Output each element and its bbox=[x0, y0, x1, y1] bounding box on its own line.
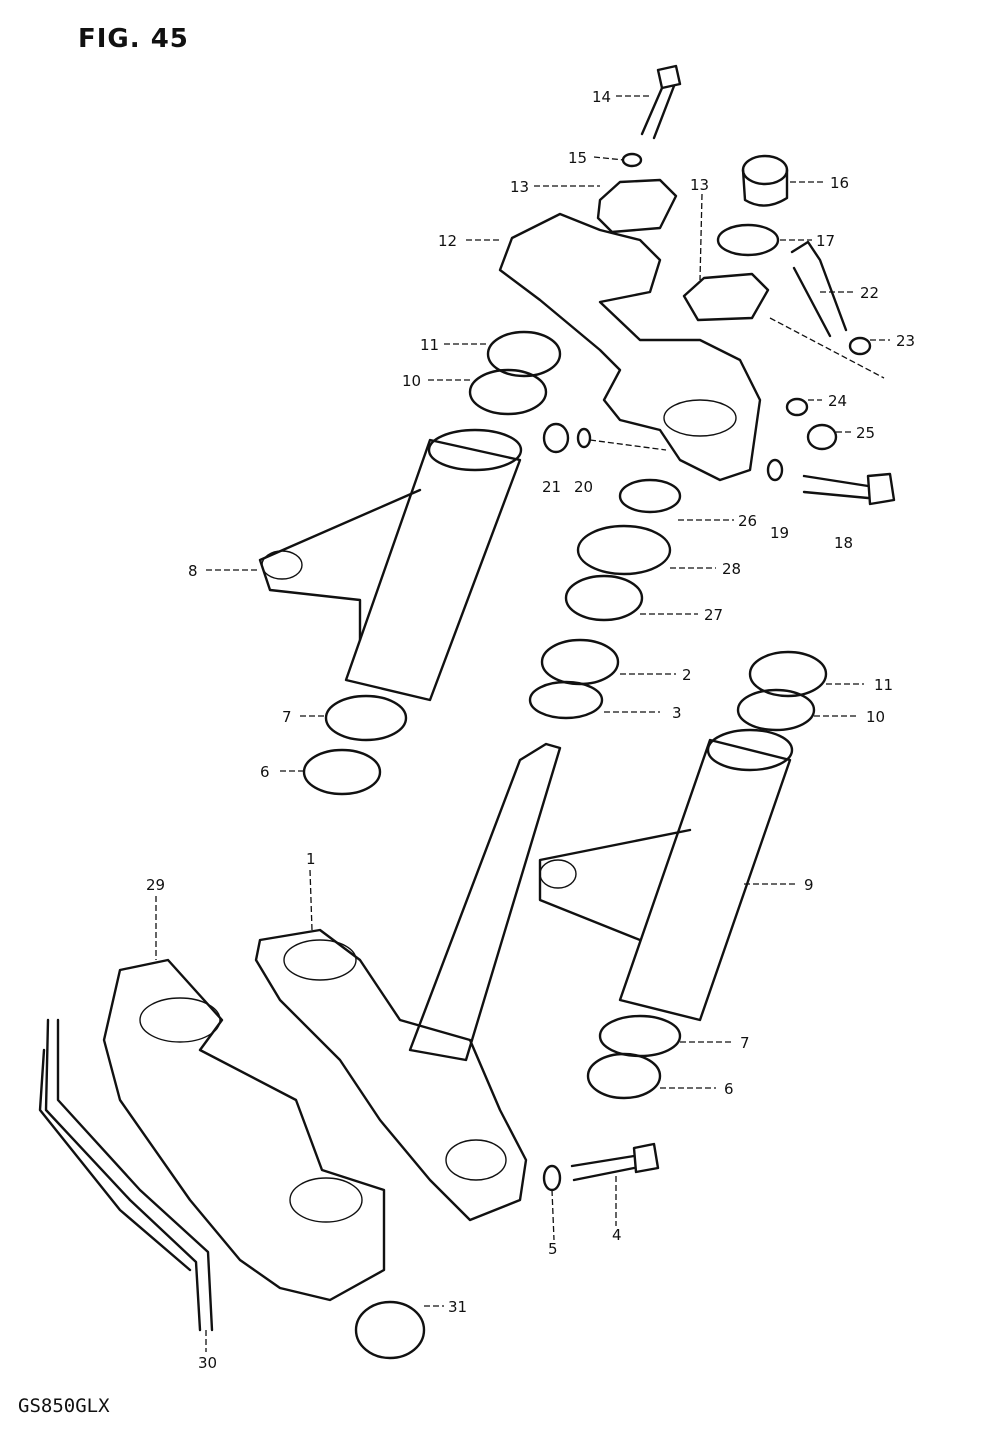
callout-6-right: 6 bbox=[724, 1080, 734, 1098]
callout-27: 27 bbox=[704, 606, 723, 624]
callout-18: 18 bbox=[834, 534, 853, 552]
callout-24: 24 bbox=[828, 392, 847, 410]
callout-11-right: 11 bbox=[874, 676, 893, 694]
bracket-12-hole bbox=[663, 399, 737, 437]
bolt-14 bbox=[640, 64, 682, 140]
nut-16 bbox=[741, 154, 789, 207]
callout-28: 28 bbox=[722, 560, 741, 578]
callout-25: 25 bbox=[856, 424, 875, 442]
lower-bracket-1 bbox=[254, 928, 528, 1222]
callout-30: 30 bbox=[198, 1354, 217, 1372]
callout-29: 29 bbox=[146, 876, 165, 894]
callout-19: 19 bbox=[770, 524, 789, 542]
callout-23: 23 bbox=[896, 332, 915, 350]
washer-6-right bbox=[586, 1052, 662, 1100]
leader-lines bbox=[155, 95, 890, 1352]
callout-5: 5 bbox=[548, 1240, 558, 1258]
callout-7-right: 7 bbox=[740, 1034, 750, 1052]
callout-4: 4 bbox=[612, 1226, 622, 1244]
callout-22: 22 bbox=[860, 284, 879, 302]
washer-7-left bbox=[324, 694, 408, 742]
callout-7-left: 7 bbox=[282, 708, 292, 726]
clamp-13-left bbox=[596, 178, 678, 234]
washer-17 bbox=[716, 223, 780, 257]
clamp-13-right bbox=[682, 272, 770, 322]
callout-31: 31 bbox=[448, 1298, 467, 1316]
upper-bracket-12 bbox=[498, 212, 762, 482]
nut-15 bbox=[621, 152, 643, 168]
bearing-2 bbox=[540, 638, 620, 686]
washer-6-left bbox=[302, 748, 382, 796]
washer-7-right bbox=[598, 1014, 682, 1058]
callout-14: 14 bbox=[592, 88, 611, 106]
bearing-28 bbox=[576, 524, 672, 576]
cushion-10-right bbox=[736, 688, 816, 732]
nut-25 bbox=[806, 423, 838, 451]
callout-labels: 14 15 13 13 16 17 12 22 23 11 10 24 25 2… bbox=[146, 88, 915, 1372]
callout-16: 16 bbox=[830, 174, 849, 192]
callout-15: 15 bbox=[568, 149, 587, 167]
callout-17: 17 bbox=[816, 232, 835, 250]
callout-6-left: 6 bbox=[260, 763, 270, 781]
figure-title: FIG. 45 bbox=[78, 24, 189, 54]
callout-26: 26 bbox=[738, 512, 757, 530]
callout-11-top: 11 bbox=[420, 336, 439, 354]
headlight-bracket-8 bbox=[258, 428, 523, 702]
steering-nut-26 bbox=[618, 478, 682, 514]
callout-13-right: 13 bbox=[690, 176, 709, 194]
callout-12: 12 bbox=[438, 232, 457, 250]
washer-24 bbox=[785, 397, 809, 417]
washer-20 bbox=[576, 427, 592, 449]
race-3 bbox=[528, 680, 604, 720]
callout-9: 9 bbox=[804, 876, 814, 894]
callout-10-top: 10 bbox=[402, 372, 421, 390]
washer-19 bbox=[766, 458, 784, 482]
bolt-18 bbox=[802, 472, 896, 506]
bearing-27 bbox=[564, 574, 644, 622]
callout-21: 21 bbox=[542, 478, 561, 496]
headlight-bracket-9 bbox=[538, 728, 794, 1022]
nut-21 bbox=[542, 422, 570, 454]
callout-3: 3 bbox=[672, 704, 682, 722]
washer-5 bbox=[542, 1164, 562, 1192]
bolt-22 bbox=[790, 240, 848, 338]
cushion-10-top bbox=[468, 368, 548, 416]
callout-1: 1 bbox=[306, 850, 316, 868]
callout-8: 8 bbox=[188, 562, 198, 580]
callout-20: 20 bbox=[574, 478, 593, 496]
cushion-11-top bbox=[486, 330, 562, 378]
callout-10-right: 10 bbox=[866, 708, 885, 726]
cover-29 bbox=[102, 958, 386, 1302]
cushion-11-right bbox=[748, 650, 828, 698]
callout-13-left: 13 bbox=[510, 178, 529, 196]
model-code: GS850GLX bbox=[18, 1395, 110, 1417]
emblem-30 bbox=[38, 1018, 214, 1332]
bolt-4 bbox=[570, 1142, 660, 1182]
callout-2: 2 bbox=[682, 666, 692, 684]
washer-23 bbox=[848, 336, 872, 356]
cap-31 bbox=[354, 1300, 426, 1360]
steering-stem bbox=[408, 742, 562, 1062]
